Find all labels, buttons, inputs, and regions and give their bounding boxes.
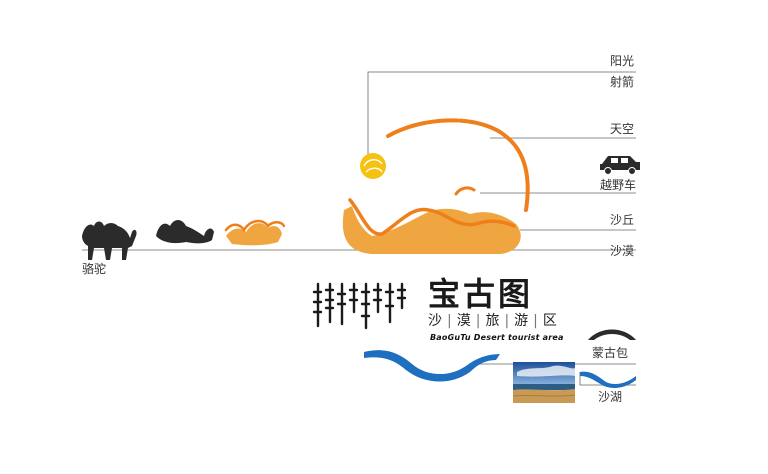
subtitle-char-3: 旅 xyxy=(485,313,501,329)
brand-title: 宝古图 xyxy=(428,275,534,313)
label-offroad: 越野车 xyxy=(600,178,637,192)
label-camel: 骆驼 xyxy=(82,262,107,276)
jeep-icon xyxy=(600,156,640,175)
yurt-icon xyxy=(588,329,636,340)
camel-lying-icon xyxy=(156,220,214,244)
label-sun: 阳光 xyxy=(610,54,635,68)
label-sky: 天空 xyxy=(610,122,635,136)
camel-sand-icon xyxy=(224,219,286,246)
mongolian-script xyxy=(312,282,407,330)
lake-icon xyxy=(580,371,636,388)
subtitle-char-1: 沙 xyxy=(428,313,443,329)
leader-line-sun xyxy=(367,71,636,160)
label-desert: 沙漠 xyxy=(610,244,635,258)
brand-subtitle: 沙|漠|旅|游|区 xyxy=(428,313,558,329)
dune-shape xyxy=(342,198,521,254)
brand-english: BaoGuTu Desert tourist area xyxy=(430,333,564,342)
label-lake: 沙湖 xyxy=(598,390,623,404)
offroad-mark xyxy=(454,186,476,196)
sun-icon xyxy=(360,153,386,179)
label-archery: 射箭 xyxy=(610,75,635,89)
subtitle-char-5: 区 xyxy=(542,313,558,329)
camel-icon xyxy=(82,221,137,260)
label-dune: 沙丘 xyxy=(610,213,635,227)
lake-photo xyxy=(513,362,575,403)
subtitle-char-2: 漠 xyxy=(456,313,472,329)
sky-arc xyxy=(386,118,530,212)
subtitle-char-4: 游 xyxy=(514,313,530,329)
lake-shape xyxy=(364,350,500,382)
label-yurt: 蒙古包 xyxy=(592,346,629,360)
